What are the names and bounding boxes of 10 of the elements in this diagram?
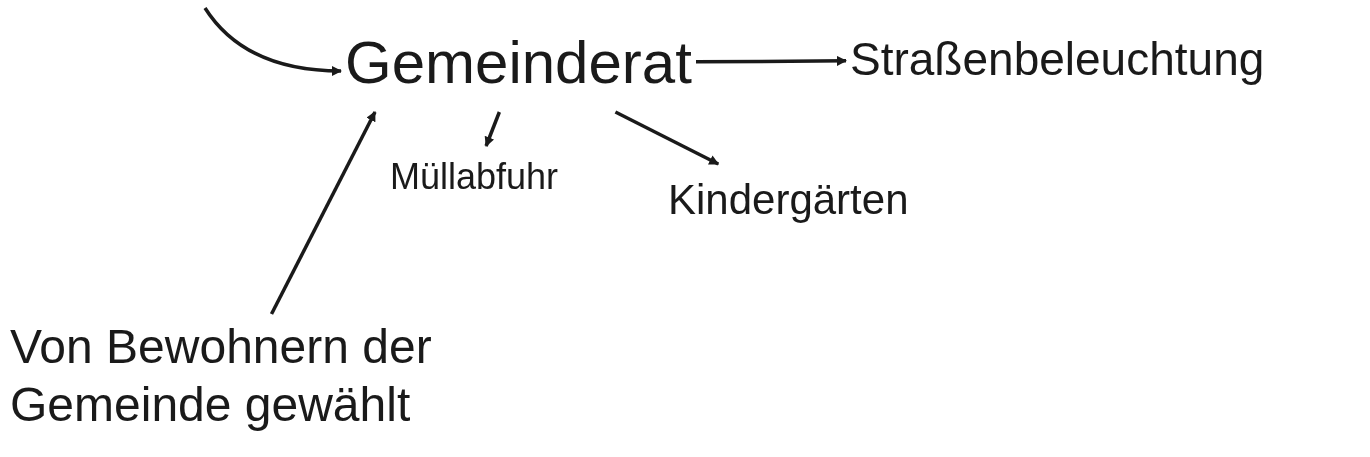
node-label: Müllabfuhr xyxy=(390,155,559,199)
arrow xyxy=(614,110,720,166)
arrow xyxy=(484,111,501,147)
node-label: Von Bewohnern der Gemeinde gewählt xyxy=(10,319,433,433)
node-label: Straßenbeleuchtung xyxy=(850,32,1265,87)
node-label: Gemeinderat xyxy=(345,28,692,98)
node-label: Kindergärten xyxy=(668,175,909,225)
arrow xyxy=(696,55,847,66)
arrow xyxy=(269,111,377,315)
arrow xyxy=(203,7,342,76)
